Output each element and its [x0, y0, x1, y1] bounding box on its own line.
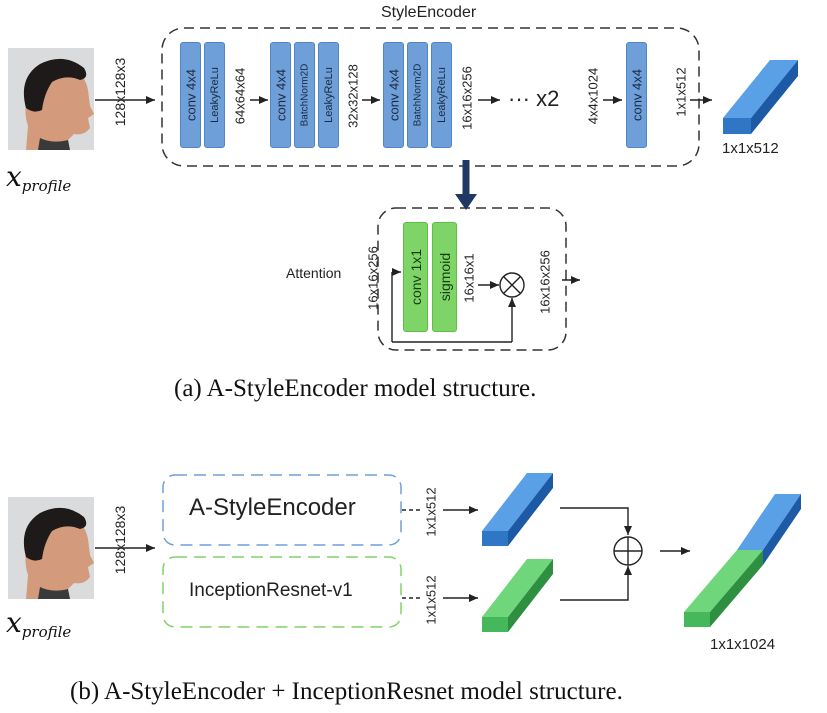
a-style-encoder-box: [162, 474, 402, 546]
block-leakyrelu-2: LeakyReLu: [318, 42, 339, 148]
profile-photo-a: [8, 48, 94, 150]
input-dim-a: 128x128x3: [112, 57, 128, 127]
merge-line-bottom: [560, 566, 632, 601]
output-dim-a: 1x1x512: [722, 140, 779, 157]
input-label-b: xprofile: [6, 606, 72, 641]
input-label-a: xprofile: [6, 160, 72, 195]
caption-b: (b) A-StyleEncoder + InceptionResnet mod…: [70, 678, 623, 705]
block-batchnorm-2: BatchNorm2D: [294, 42, 315, 148]
att-in-dim: 16x16x256: [365, 246, 381, 310]
attention-title: Attention: [286, 265, 342, 281]
block-conv-4: conv 4x4: [626, 42, 647, 148]
input-label-a-sub: profile: [21, 177, 72, 195]
attention-container: [377, 207, 567, 351]
dim-b1: 1x1x512: [423, 487, 439, 537]
block-conv-2: conv 4x4: [270, 42, 291, 148]
input-dim-b: 128x128x3: [112, 505, 128, 575]
input-label-a-main: x: [6, 160, 22, 193]
att-block-sigmoid: sigmoid: [432, 222, 457, 332]
dim-32: 32x32x128: [345, 64, 361, 128]
att-mid-dim: 16x16x1: [461, 253, 477, 303]
output-bar-a: [723, 60, 798, 134]
att-out-dim: 16x16x256: [537, 250, 553, 314]
green-bar-b: [482, 559, 553, 632]
blue-bar-b: [482, 473, 553, 546]
dim-1: 1x1x512: [673, 67, 689, 117]
dim-64: 64x64x64: [232, 67, 248, 125]
module-inception: InceptionResnet-v1: [189, 580, 353, 601]
dim-16: 16x16x256: [459, 66, 475, 130]
attention-down-arrowhead: [455, 194, 477, 210]
module-a-style-encoder: A-StyleEncoder: [189, 494, 356, 521]
block-batchnorm-3: BatchNorm2D: [407, 42, 428, 148]
block-conv-1: conv 4x4: [180, 42, 201, 148]
block-leakyrelu-3: LeakyReLu: [431, 42, 452, 148]
input-label-b-main: x: [6, 606, 22, 639]
profile-photo-b: [8, 497, 94, 599]
caption-a: (a) A-StyleEncoder model structure.: [174, 375, 537, 402]
dim-b2: 1x1x512: [423, 575, 439, 625]
output-bar-b: [684, 494, 801, 627]
dim-4: 4x4x1024: [585, 67, 601, 125]
block-conv-3: conv 4x4: [383, 42, 404, 148]
block-leakyrelu-1: LeakyReLu: [204, 42, 225, 148]
merge-line-top: [560, 507, 632, 535]
inception-box: [162, 556, 402, 628]
input-label-b-sub: profile: [21, 623, 72, 641]
style-encoder-title: StyleEncoder: [381, 4, 477, 21]
style-encoder-container: [161, 27, 700, 167]
att-block-conv: conv 1x1: [403, 222, 428, 332]
repeat-label: ··· x2: [508, 86, 560, 111]
output-dim-b: 1x1x1024: [710, 636, 776, 653]
